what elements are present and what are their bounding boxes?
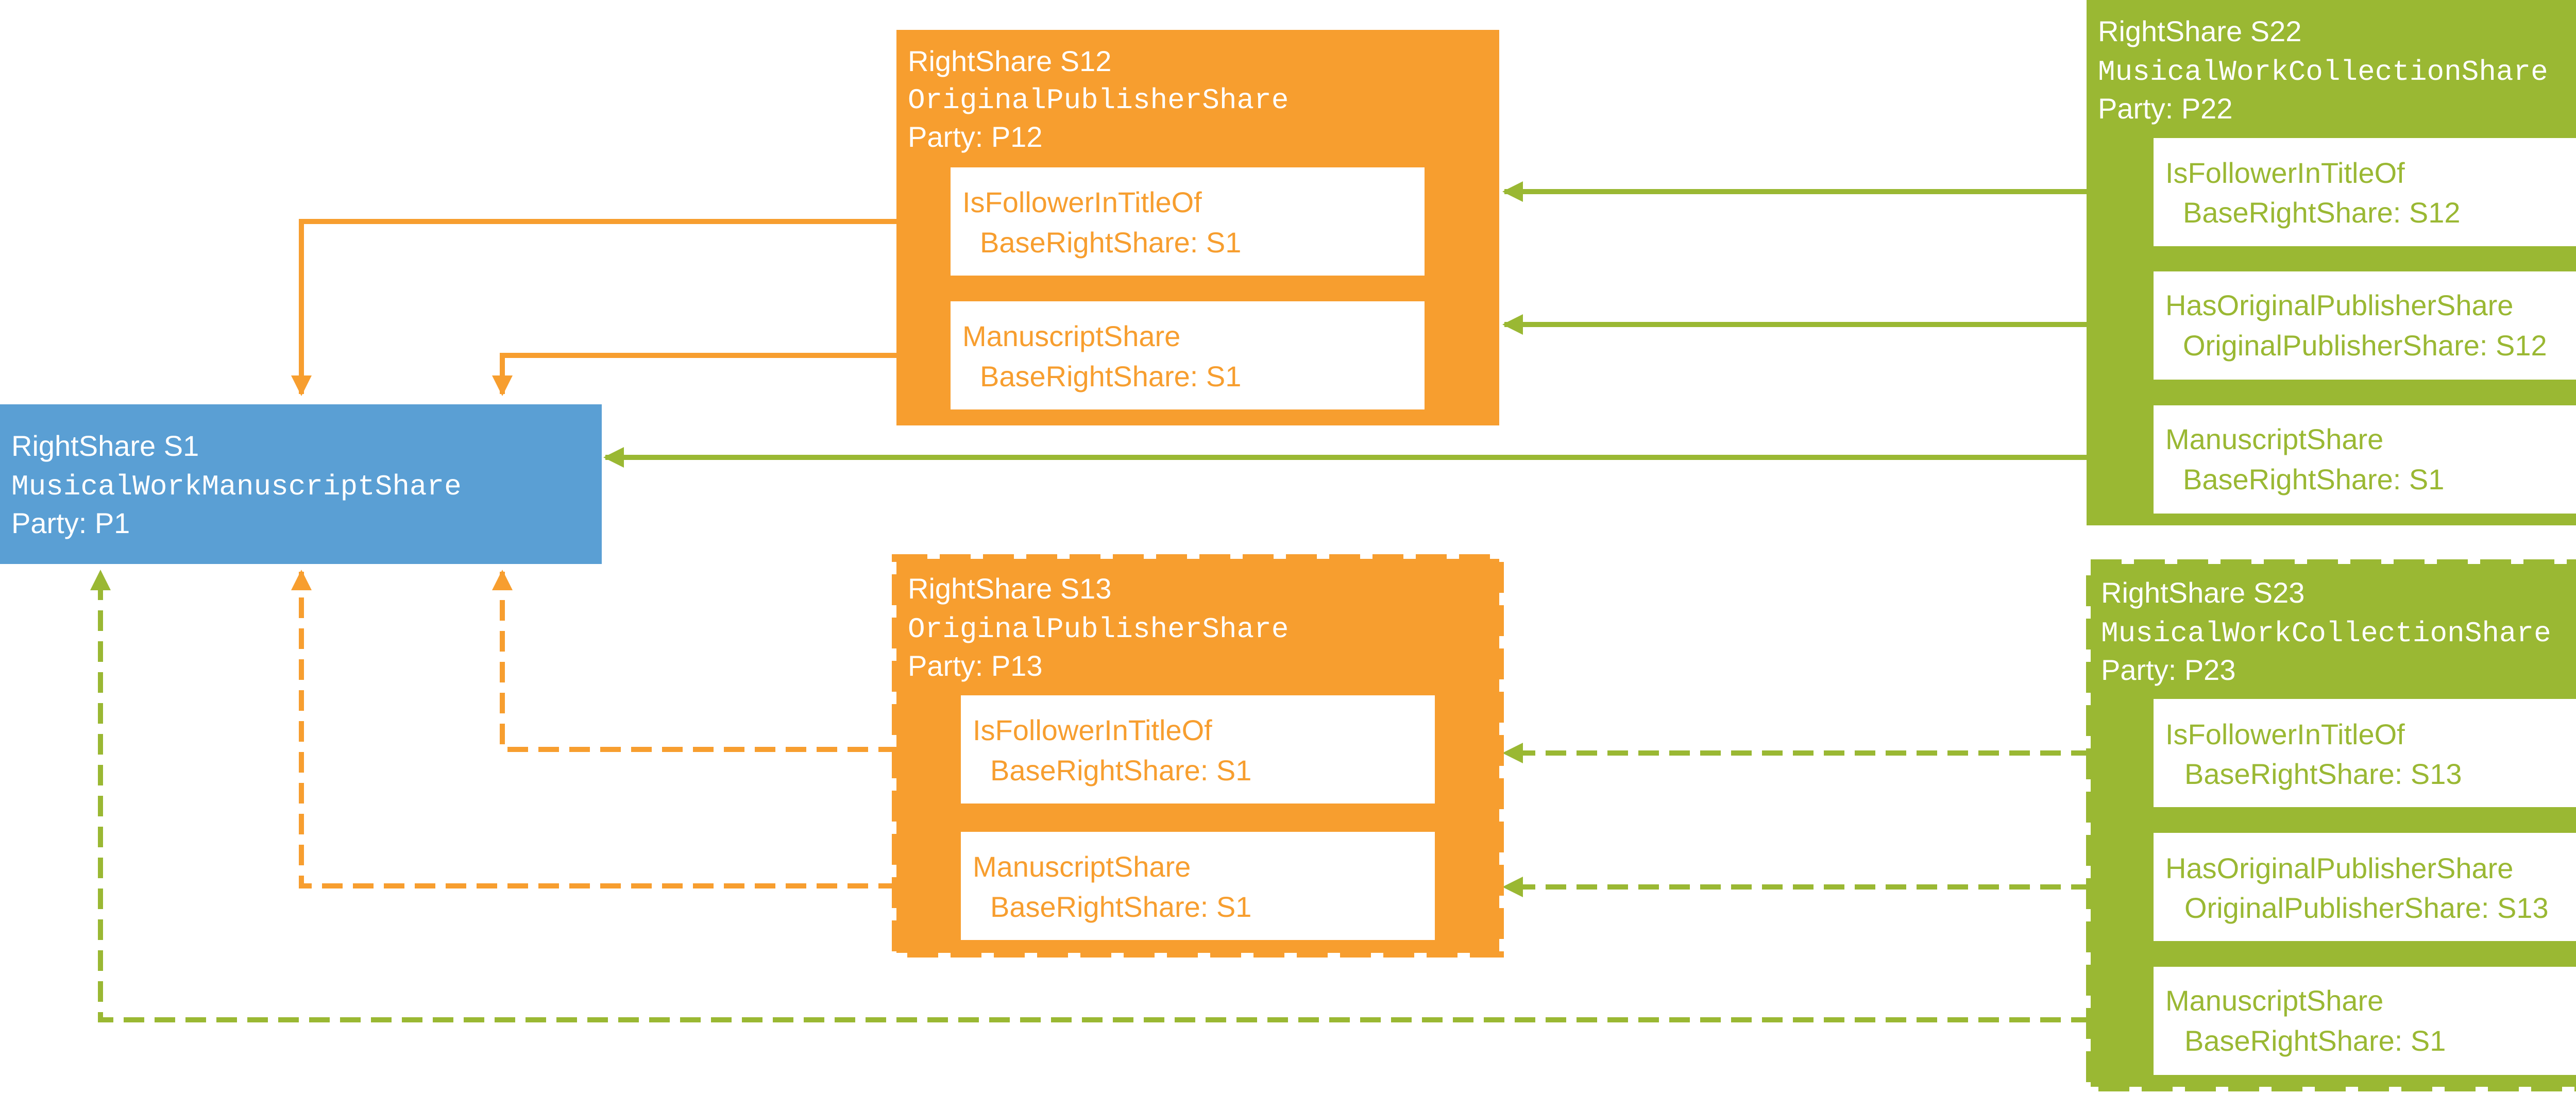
s23-title: RightShare S23 (2101, 576, 2304, 609)
s12-item-follower-line2: BaseRightShare: S1 (980, 226, 1241, 259)
s22-item-follower-line2: BaseRightShare: S12 (2183, 196, 2461, 229)
s13-party: Party: P13 (908, 649, 1042, 682)
s23-item-manuscript-line2: BaseRightShare: S1 (2184, 1024, 2446, 1057)
s1-background (0, 404, 602, 564)
s12-item-follower (951, 167, 1425, 276)
s13-type: OriginalPublisherShare (908, 613, 1289, 646)
connector-s13-manuscript-to-s1 (291, 570, 961, 888)
s23-item-follower-line2: BaseRightShare: S13 (2184, 758, 2462, 790)
connectors (90, 181, 2154, 1022)
s1-title: RightShare S1 (11, 430, 199, 462)
connector-s13-follower-to-s1 (492, 570, 961, 752)
s13-item-follower (961, 695, 1435, 804)
s23-item-follower-line1: IsFollowerInTitleOf (2165, 718, 2405, 750)
s22-type: MusicalWorkCollectionShare (2098, 56, 2548, 89)
s13-item-follower-line2: BaseRightShare: S1 (990, 754, 1251, 787)
s22-party: Party: P22 (2098, 92, 2232, 125)
s13-title: RightShare S13 (908, 572, 1111, 605)
s23-item-publisher-line2: OriginalPublisherShare: S13 (2184, 892, 2549, 924)
s22-item-manuscript-line2: BaseRightShare: S1 (2183, 463, 2444, 495)
s23-item-publisher (2154, 833, 2576, 941)
s22-item-publisher-line2: OriginalPublisherShare: S12 (2183, 329, 2547, 362)
s22-item-publisher (2154, 271, 2576, 380)
s13-item-follower-line1: IsFollowerInTitleOf (973, 714, 1212, 746)
s23-type: MusicalWorkCollectionShare (2101, 617, 2551, 650)
s22-item-manuscript (2154, 405, 2576, 514)
s22-item-publisher-line1: HasOriginalPublisherShare (2165, 289, 2513, 321)
rightshare-s23-box: RightShare S23 MusicalWorkCollectionShar… (2086, 559, 2576, 1091)
rightshare-s12-box: RightShare S12 OriginalPublisherShare Pa… (896, 30, 1499, 425)
rightshare-s13-box: RightShare S13 OriginalPublisherShare Pa… (892, 554, 1504, 958)
s23-item-follower (2154, 699, 2576, 807)
s23-item-manuscript (2154, 967, 2576, 1075)
s22-item-follower (2154, 138, 2576, 246)
s12-item-manuscript-line1: ManuscriptShare (962, 320, 1180, 352)
s1-type: MusicalWorkManuscriptShare (11, 470, 462, 503)
s23-item-publisher-line1: HasOriginalPublisherShare (2165, 852, 2513, 884)
s12-item-manuscript (951, 301, 1425, 409)
connector-s23-manuscript-to-s1 (90, 570, 2154, 1022)
s12-title: RightShare S12 (908, 45, 1111, 77)
s23-item-manuscript-line1: ManuscriptShare (2165, 984, 2383, 1017)
s12-type: OriginalPublisherShare (908, 84, 1289, 117)
s13-item-manuscript-line1: ManuscriptShare (973, 850, 1191, 883)
s12-item-follower-line1: IsFollowerInTitleOf (962, 186, 1202, 218)
connector-s12-follower-to-s1 (291, 219, 951, 396)
s1-party: Party: P1 (11, 507, 130, 539)
s22-item-manuscript-line1: ManuscriptShare (2165, 423, 2383, 455)
s22-title: RightShare S22 (2098, 15, 2301, 47)
s22-item-follower-line1: IsFollowerInTitleOf (2165, 157, 2405, 189)
s13-item-manuscript (961, 832, 1435, 940)
connector-s12-manuscript-to-s1 (492, 353, 951, 396)
rightshare-s1-box: RightShare S1 MusicalWorkManuscriptShare… (0, 404, 602, 564)
s23-party: Party: P23 (2101, 654, 2235, 686)
s12-party: Party: P12 (908, 121, 1042, 153)
rightshare-s22-box: RightShare S22 MusicalWorkCollectionShar… (2087, 0, 2576, 525)
s13-item-manuscript-line2: BaseRightShare: S1 (990, 891, 1251, 923)
s12-item-manuscript-line2: BaseRightShare: S1 (980, 360, 1241, 392)
